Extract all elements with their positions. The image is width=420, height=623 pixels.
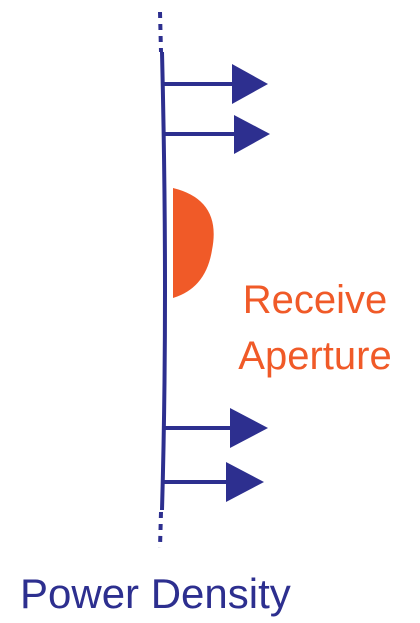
right-arrow-icon (230, 408, 268, 448)
power-arrow-4 (163, 462, 264, 502)
right-arrow-icon (226, 462, 264, 502)
receive-aperture-label-line2: Aperture (238, 334, 392, 378)
right-arrow-icon (232, 64, 268, 104)
wavefront-dotted-bottom (158, 511, 163, 549)
receive-aperture-label: Receive Aperture (220, 272, 410, 384)
receive-aperture-label-line1: Receive (242, 278, 388, 322)
power-arrow-2 (165, 115, 270, 154)
wavefront-line (160, 51, 167, 511)
receive-aperture-shape (173, 188, 214, 298)
right-arrow-icon (234, 115, 270, 154)
wavefront-dotted-top (158, 11, 163, 53)
power-arrow-1 (164, 64, 268, 104)
power-arrow-3 (165, 408, 268, 448)
power-density-label: Power Density (20, 570, 291, 617)
